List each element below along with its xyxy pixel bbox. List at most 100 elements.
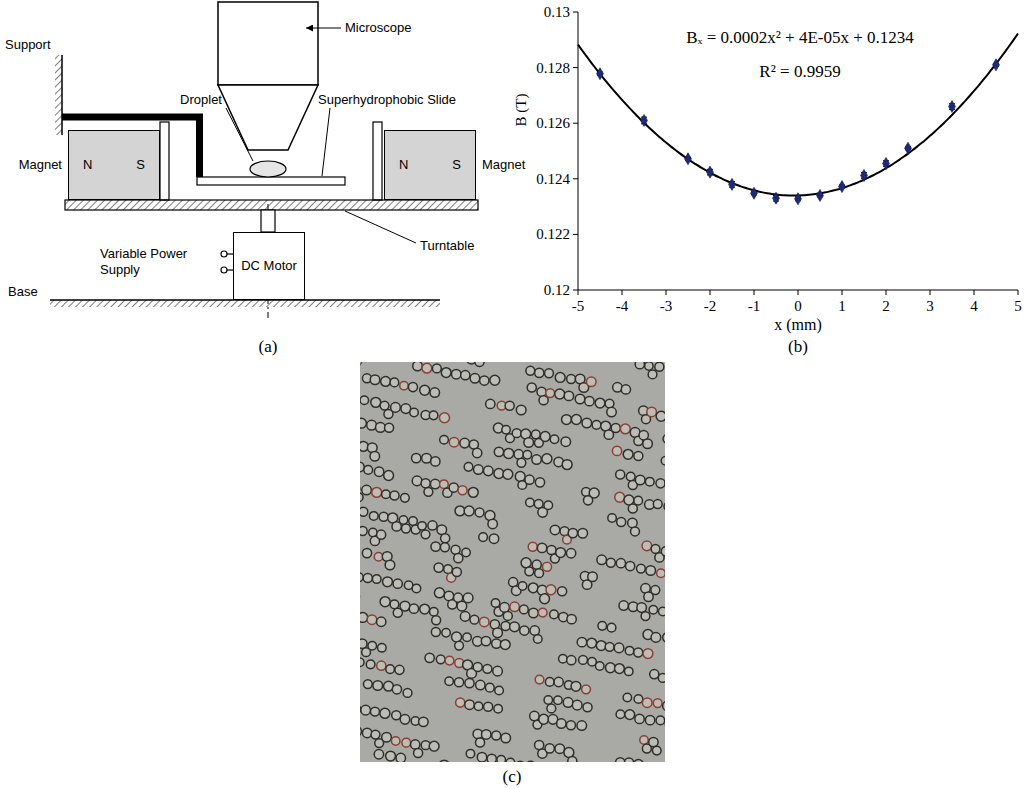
particle xyxy=(575,394,585,404)
particle xyxy=(637,564,646,573)
particle xyxy=(661,547,665,556)
plate xyxy=(160,122,169,200)
tick-mark xyxy=(710,290,711,295)
particle xyxy=(665,478,666,487)
particle xyxy=(422,363,432,373)
tick-mark xyxy=(573,12,578,13)
particle xyxy=(402,738,411,747)
particle xyxy=(663,701,665,710)
particle xyxy=(370,707,379,716)
particle xyxy=(495,686,504,695)
magnet-block: MagnetNS xyxy=(68,130,160,200)
particle xyxy=(493,666,503,676)
tick-mark xyxy=(666,290,667,295)
particle xyxy=(634,760,644,762)
particle xyxy=(530,711,540,721)
particle xyxy=(481,730,490,739)
particle xyxy=(376,423,386,433)
particle xyxy=(455,641,464,650)
particle xyxy=(653,699,662,708)
data-point xyxy=(641,114,648,126)
particle xyxy=(369,528,377,536)
microscope-objective xyxy=(218,85,318,150)
particle xyxy=(587,638,597,648)
particle xyxy=(592,421,601,430)
particle xyxy=(545,678,554,687)
particle xyxy=(458,486,467,495)
particle xyxy=(360,396,369,405)
leader-arrow xyxy=(306,28,341,29)
part-label: Magnet xyxy=(482,157,525,173)
data-point xyxy=(839,181,846,193)
particle xyxy=(626,472,635,481)
particle xyxy=(512,429,521,438)
particle xyxy=(651,586,660,595)
particle xyxy=(562,415,572,425)
particle xyxy=(410,408,418,416)
particle xyxy=(634,695,643,704)
particle xyxy=(484,702,493,711)
terminal xyxy=(221,267,227,273)
terminal xyxy=(221,251,227,257)
particle xyxy=(554,696,562,704)
particle xyxy=(442,629,450,637)
particle xyxy=(367,615,377,625)
particle xyxy=(445,656,454,665)
particle xyxy=(390,491,399,500)
particle xyxy=(524,438,534,448)
particle xyxy=(360,362,362,366)
particle xyxy=(506,758,515,762)
leader-line xyxy=(345,211,416,243)
particle xyxy=(392,711,401,720)
particle xyxy=(386,751,396,761)
particle xyxy=(530,626,539,635)
particle xyxy=(555,373,565,383)
particle xyxy=(399,516,407,524)
part-label: Microscope xyxy=(345,20,411,36)
data-point xyxy=(597,68,604,80)
apparatus-drawing xyxy=(50,2,478,318)
particle xyxy=(444,565,453,574)
leader-line xyxy=(226,108,253,161)
particle xyxy=(475,508,484,517)
tick-mark xyxy=(573,178,578,179)
particle xyxy=(360,658,364,666)
particle xyxy=(535,368,544,377)
support-wall xyxy=(61,55,63,135)
particle xyxy=(515,472,525,482)
particle xyxy=(634,496,643,505)
particle xyxy=(519,605,528,614)
part-label: Magnet xyxy=(19,157,62,173)
particle xyxy=(403,689,412,698)
data-point xyxy=(685,153,692,165)
particle xyxy=(384,471,394,481)
particle xyxy=(611,423,620,432)
particle xyxy=(368,641,377,650)
particle xyxy=(544,501,553,510)
particle xyxy=(504,448,514,458)
particle xyxy=(392,685,401,694)
particle xyxy=(377,617,386,626)
particle xyxy=(578,528,588,538)
particle xyxy=(425,653,434,662)
particle xyxy=(361,705,371,715)
particle xyxy=(441,368,451,378)
tick-label: -1 xyxy=(748,297,761,315)
particle xyxy=(378,644,386,652)
data-point xyxy=(795,193,802,205)
particle xyxy=(523,451,531,459)
tick-mark xyxy=(1018,290,1019,295)
tick-mark xyxy=(754,290,755,295)
particle xyxy=(635,714,644,723)
particle xyxy=(518,582,526,590)
particle xyxy=(363,573,372,582)
particle xyxy=(614,664,624,674)
particle xyxy=(462,548,470,556)
particle xyxy=(605,663,615,673)
particle xyxy=(585,396,594,405)
particle xyxy=(429,741,439,751)
particle xyxy=(628,504,637,513)
magnet-block: MagnetNS xyxy=(384,130,476,200)
particle xyxy=(430,388,440,398)
